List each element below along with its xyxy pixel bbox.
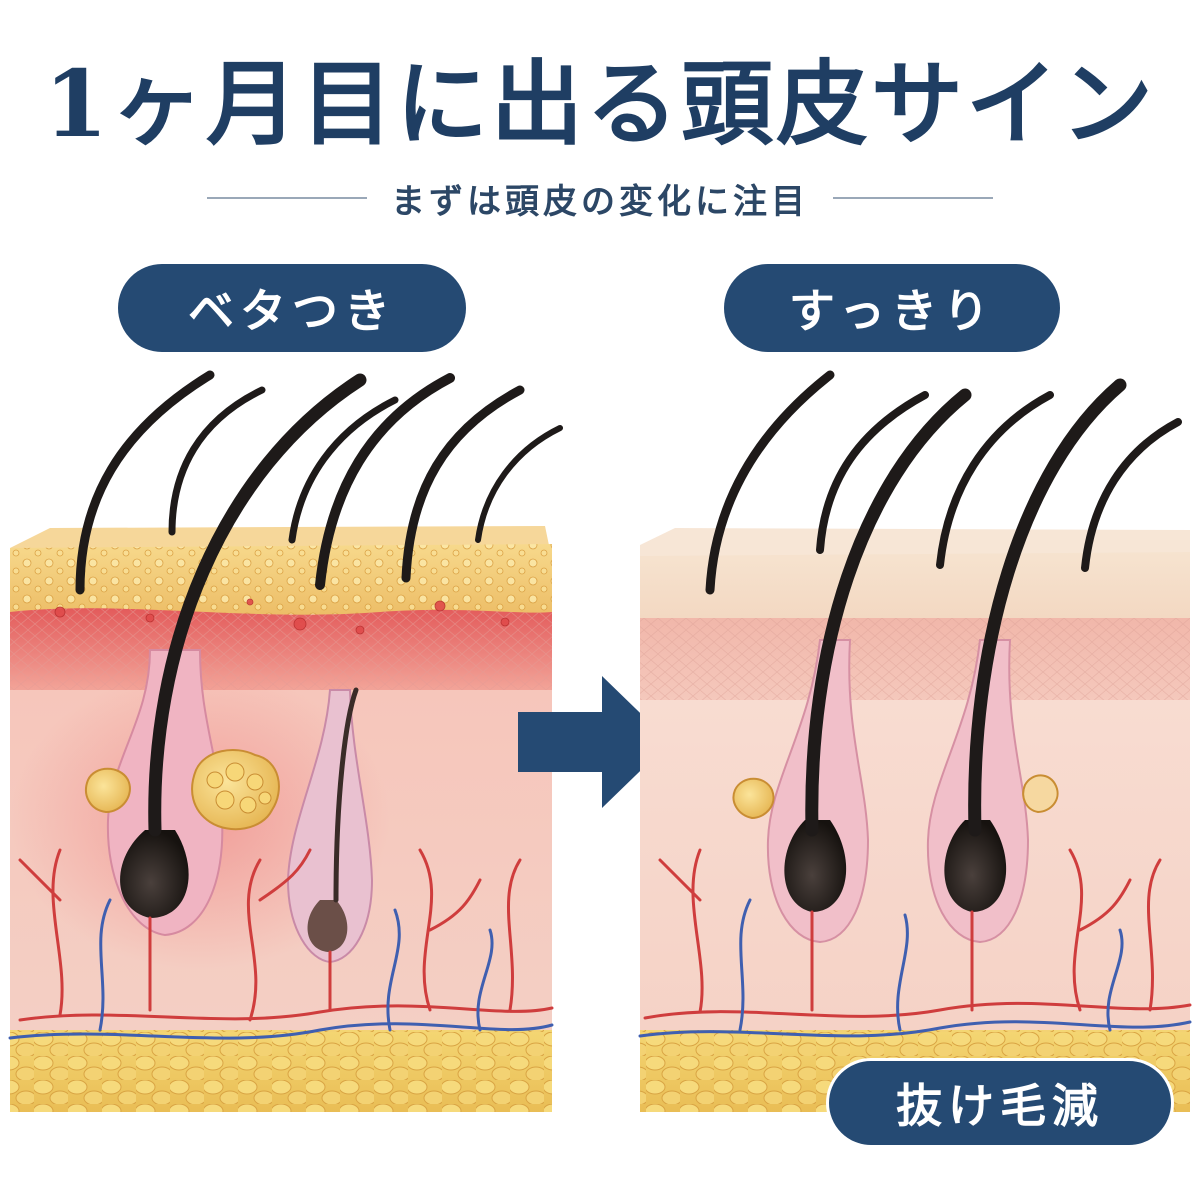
subtitle-rule-right bbox=[833, 197, 993, 199]
arrow-right-icon bbox=[518, 676, 670, 808]
page-title: 1ヶ月目に出る頭皮サイン bbox=[43, 50, 1156, 158]
badge-label: 抜け毛減 bbox=[826, 1058, 1174, 1148]
scalp-after-illustration bbox=[638, 528, 1192, 1112]
subtitle-row: まずは頭皮の変化に注目 bbox=[0, 168, 1200, 228]
subtitle: まずは頭皮の変化に注目 bbox=[391, 181, 809, 222]
after-label: すっきり bbox=[724, 264, 1060, 352]
hair-strands bbox=[75, 370, 1182, 903]
scalp-before-illustration bbox=[8, 526, 554, 1112]
before-label: ベタつき bbox=[118, 264, 466, 352]
subtitle-rule-left bbox=[207, 197, 367, 199]
